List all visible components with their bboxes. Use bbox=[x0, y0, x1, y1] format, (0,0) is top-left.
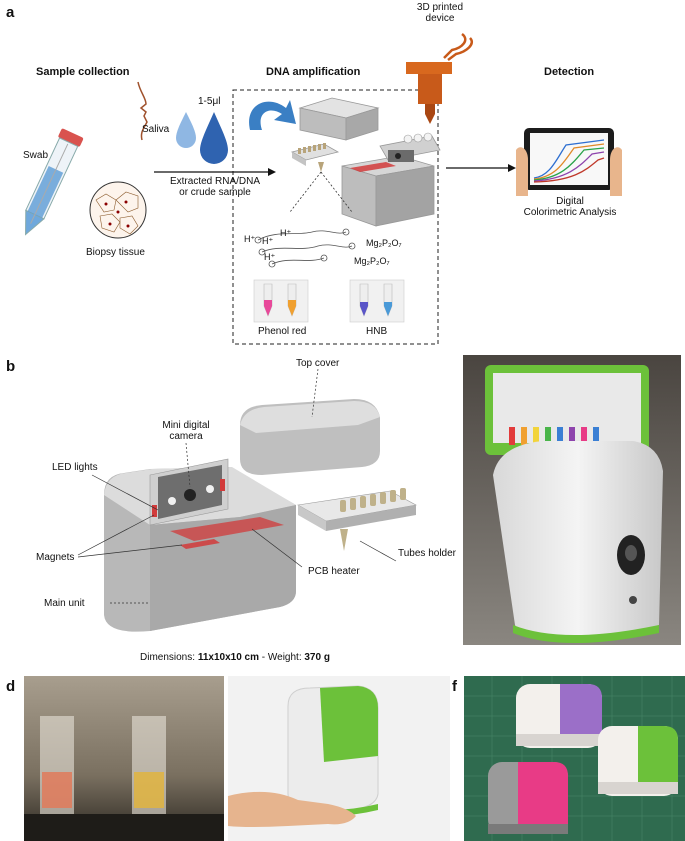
tablet-icon bbox=[516, 128, 622, 196]
device-photo-c bbox=[463, 355, 681, 645]
panel-letter-f: f bbox=[452, 678, 457, 695]
saliva-label: Saliva bbox=[142, 124, 170, 135]
curved-blue-arrow bbox=[249, 100, 296, 130]
swab-tube-icon bbox=[25, 128, 84, 236]
led-lights-label: LED lights bbox=[52, 462, 98, 473]
volume-label: 1-5μl bbox=[198, 96, 221, 107]
step-detection: Detection bbox=[544, 66, 595, 78]
magnets-label: Magnets bbox=[36, 552, 75, 563]
h-plus-label-3: H⁺ bbox=[280, 228, 292, 238]
mg-label-1: Mg₂P₂O₇ bbox=[366, 238, 402, 248]
tubes-holder-shape bbox=[290, 143, 340, 172]
panel-a-illustration bbox=[25, 33, 622, 345]
small-drop-icon bbox=[176, 112, 196, 148]
mg-label-2: Mg₂P₂O₇ bbox=[354, 256, 390, 266]
tubes-photo-d bbox=[24, 676, 224, 841]
top-cover-render bbox=[240, 399, 380, 475]
digital-analysis-label: Digital Colorimetric Analysis bbox=[523, 196, 617, 218]
biopsy-tissue-label: Biopsy tissue bbox=[86, 247, 145, 258]
phenol-red-label: Phenol red bbox=[258, 326, 307, 337]
top-cover-label: Top cover bbox=[296, 358, 340, 369]
h-plus-label-2: H⁺ bbox=[262, 236, 274, 246]
main-unit-shape bbox=[341, 132, 441, 227]
hnb-label: HNB bbox=[366, 326, 388, 337]
top-cover-shape bbox=[298, 97, 380, 141]
3d-printer-icon bbox=[406, 33, 473, 124]
amplification-dashed-box bbox=[232, 89, 439, 345]
dimensions-weight-label: Dimensions: 11x10x10 cm - Weight: 370 g bbox=[140, 652, 330, 663]
biopsy-tissue-icon bbox=[89, 181, 147, 239]
extracted-sample-label: Extracted RNA/DNA or crude sample bbox=[169, 176, 261, 198]
phenol-red-tubes-photo bbox=[253, 279, 309, 323]
mini-camera-label: Mini digital camera bbox=[162, 420, 210, 442]
panel-letter-b: b bbox=[6, 358, 16, 375]
tubes-holder-label: Tubes holder bbox=[398, 548, 456, 559]
h-plus-label-4: H⁺ bbox=[264, 252, 276, 262]
pcb-heater-label: PCB heater bbox=[308, 566, 360, 577]
step-dna-amplification: DNA amplification bbox=[266, 66, 361, 78]
panel-letter-a: a bbox=[6, 4, 15, 21]
h-plus-label-1: H⁺ bbox=[244, 234, 256, 244]
dna-amplification-icon bbox=[254, 228, 356, 268]
main-unit-render bbox=[104, 458, 296, 632]
hnb-tubes-photo bbox=[349, 279, 405, 323]
panel-b-exploded-device bbox=[77, 368, 417, 632]
hand-device-photo-e bbox=[228, 676, 450, 841]
step-sample-collection: Sample collection bbox=[36, 66, 130, 78]
face-profile-icon bbox=[137, 81, 148, 141]
tubes-holder-render bbox=[297, 488, 417, 551]
devices-photo-f bbox=[464, 676, 685, 841]
swab-label: Swab bbox=[23, 150, 49, 161]
panel-letter-d: d bbox=[6, 678, 16, 695]
large-drop-icon bbox=[200, 112, 228, 164]
printed-device-label: 3D printed device bbox=[416, 2, 464, 24]
main-unit-label: Main unit bbox=[44, 598, 85, 609]
